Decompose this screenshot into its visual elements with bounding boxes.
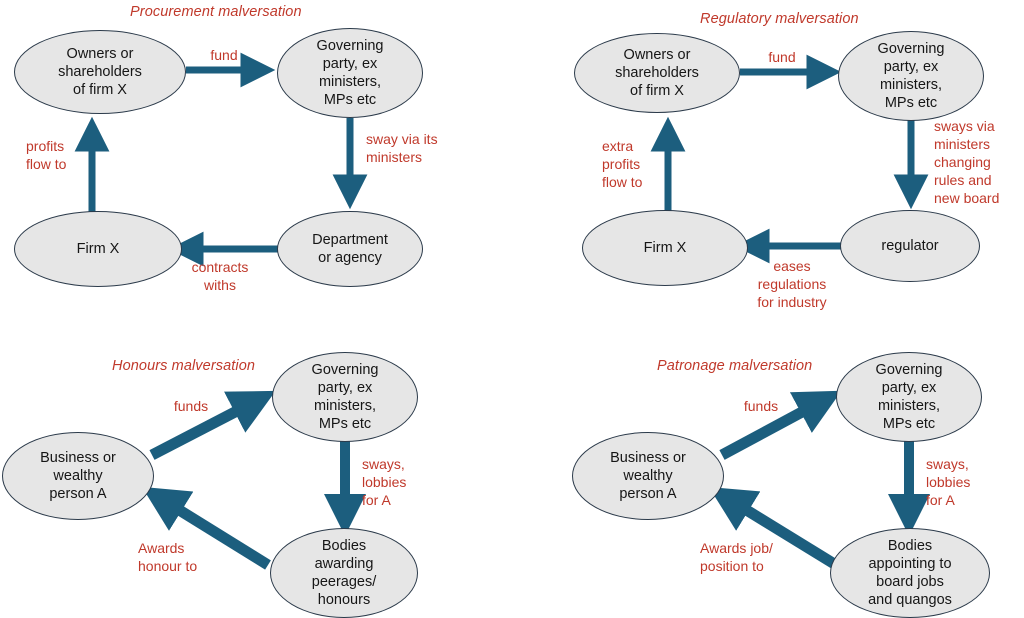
edge-label-patronage-sways: sways, lobbies for A [926,456,971,508]
node-regulatory-party[interactable]: Governing party, ex ministers, MPs etc [838,31,984,121]
edge-label-honours-awards: Awards honour to [138,540,198,574]
diagram-title-patronage: Patronage malversation [657,358,813,374]
edge-label-regulatory-fund: fund [768,49,796,65]
node-regulatory-regulator[interactable]: regulator [840,210,980,282]
edge-label-patronage-funds: funds [743,398,779,414]
edge-label-procurement-sway: sway via its ministers [366,131,438,165]
edge-label-procurement-profits: profits flow to [26,138,67,172]
edge-label-regulatory-sways: sways via ministers changing rules and n… [934,118,1000,206]
diagram-title-honours: Honours malversation [112,358,256,374]
node-honours-party[interactable]: Governing party, ex ministers, MPs etc [272,352,418,442]
edge-label-patronage-awards: Awards job/ position to [700,540,773,574]
edge-label-honours-sways: sways, lobbies for A [362,456,407,508]
node-regulatory-firm[interactable]: Firm X [582,210,748,286]
edge-label-regulatory-profits: extra profits flow to [602,138,643,190]
diagram-title-regulatory: Regulatory malversation [700,11,859,27]
node-honours-bodies[interactable]: Bodies awarding peerages/ honours [270,528,418,618]
edge-label-procurement-fund: fund [210,47,238,63]
node-procurement-party[interactable]: Governing party, ex ministers, MPs etc [277,28,423,118]
node-regulatory-owners[interactable]: Owners or shareholders of firm X [574,33,740,113]
node-procurement-firm[interactable]: Firm X [14,211,182,287]
node-patronage-bodies[interactable]: Bodies appointing to board jobs and quan… [830,528,990,618]
node-procurement-owners[interactable]: Owners or shareholders of firm X [14,30,186,114]
node-honours-person[interactable]: Business or wealthy person A [2,432,154,520]
edge-label-honours-funds: funds [173,398,209,414]
node-procurement-department[interactable]: Department or agency [277,211,423,287]
edge-label-regulatory-eases: eases regulations for industry [757,258,827,310]
edge-label-procurement-contracts: contracts withs [191,259,249,293]
node-patronage-party[interactable]: Governing party, ex ministers, MPs etc [836,352,982,442]
diagram-title-procurement: Procurement malversation [130,4,302,20]
node-patronage-person[interactable]: Business or wealthy person A [572,432,724,520]
